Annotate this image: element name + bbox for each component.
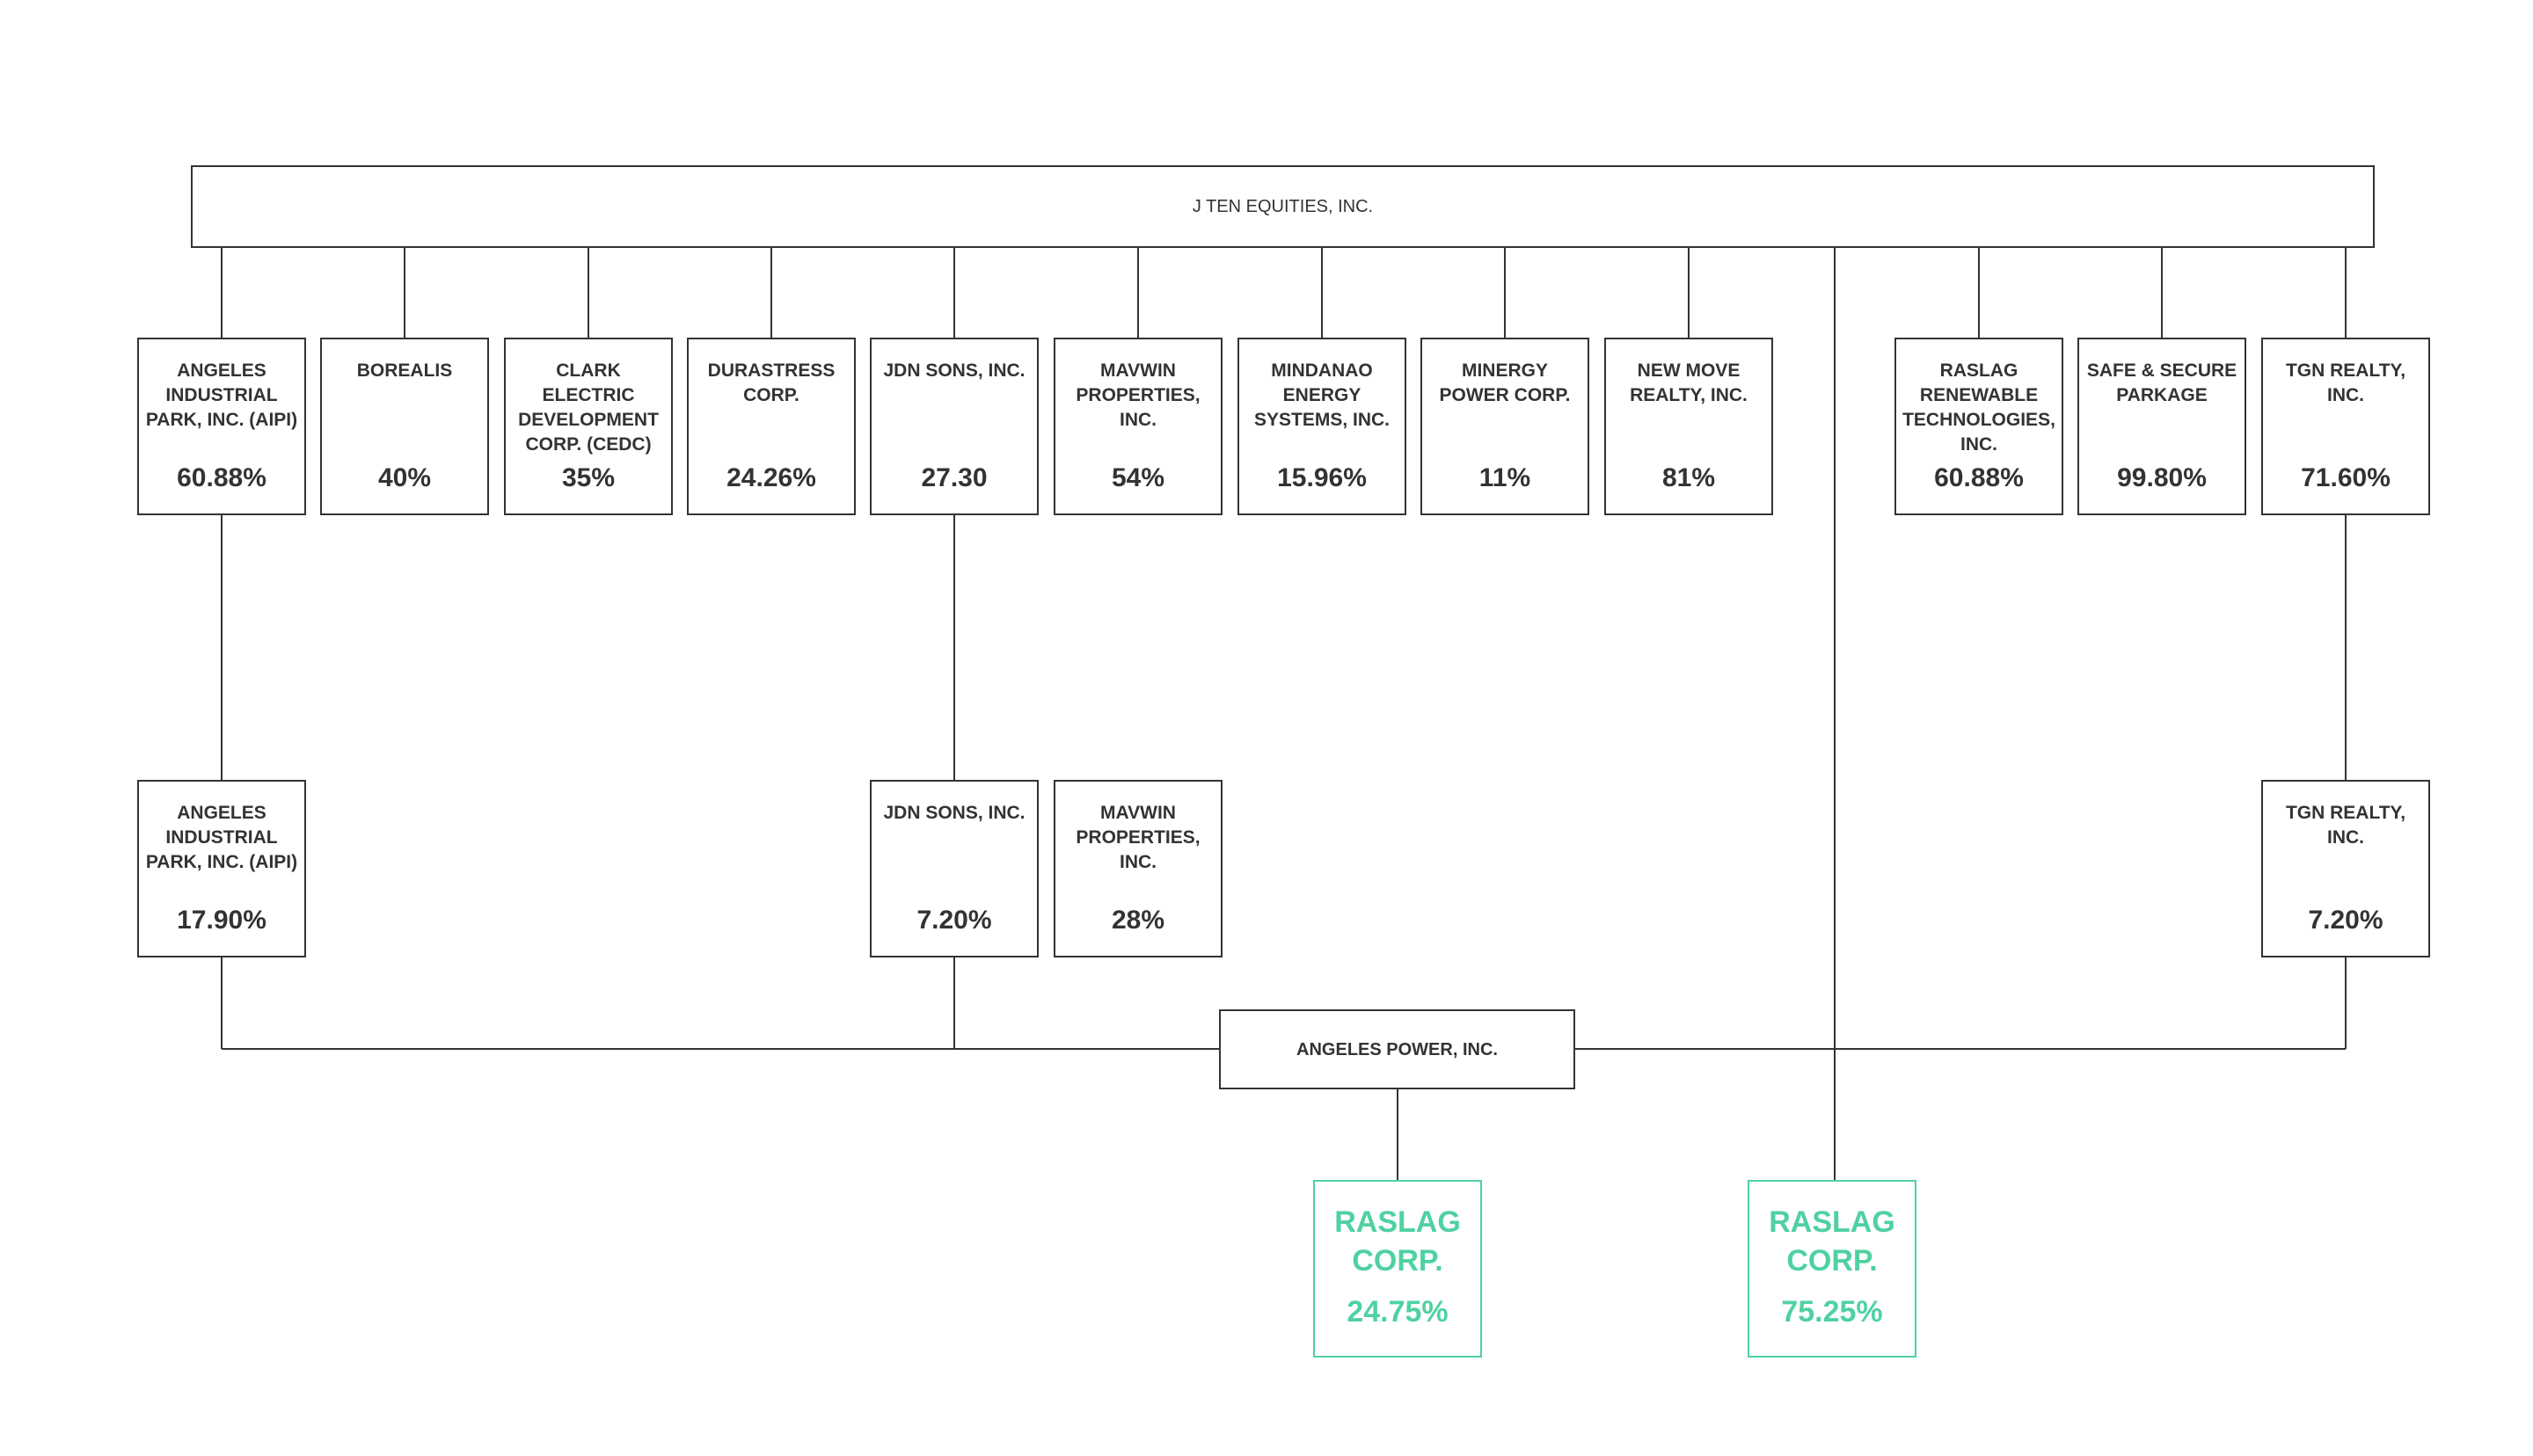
node-percentage: 40%	[377, 463, 432, 492]
node-name: JDN SONS, INC.	[883, 360, 1026, 381]
node-percentage: 99.80%	[2117, 463, 2207, 492]
node-percentage: 71.60%	[2301, 463, 2391, 492]
node-percentage: 35%	[561, 463, 616, 492]
subsidiary-node: RASLAG RENEWABLE TECHNOLOGIES, INC. 60.8…	[1894, 338, 2063, 515]
subsidiary-node: JDN SONS, INC. 27.30	[870, 338, 1039, 515]
node-percentage: 11%	[1478, 463, 1531, 492]
node-name: NEW MOVE REALTY, INC.	[1630, 360, 1748, 405]
raslag-corp-percentage: 24.75%	[1347, 1295, 1449, 1329]
node-percentage: 60.88%	[1934, 463, 2024, 492]
node-name: SAFE & SECURE PARKAGE	[2086, 360, 2237, 405]
raslag-corp-name: RASLAG CORP.	[1769, 1205, 1895, 1278]
node-percentage: 81%	[1661, 463, 1716, 492]
node-name: ANGELES INDUSTRIAL PARK, INC. (AIPI)	[145, 803, 298, 872]
root-node-name: J TEN EQUITIES, INC.	[1192, 197, 1374, 216]
angeles-power-node: ANGELES POWER, INC.	[1219, 1009, 1575, 1089]
node-percentage: 24.26%	[726, 463, 816, 492]
subsidiary-node: MAVWIN PROPERTIES, INC. 28%	[1054, 780, 1223, 957]
subsidiary-node: ANGELES INDUSTRIAL PARK, INC. (AIPI) 60.…	[137, 338, 306, 515]
node-name: MINDANAO ENERGY SYSTEMS, INC.	[1253, 360, 1391, 430]
subsidiary-node: BOREALIS 40%	[320, 338, 489, 515]
node-name: RASLAG RENEWABLE TECHNOLOGIES, INC.	[1902, 360, 2055, 455]
subsidiary-node: CLARK ELECTRIC DEVELOPMENT CORP. (CEDC) …	[504, 338, 673, 515]
subsidiary-node: TGN REALTY, INC. 71.60%	[2261, 338, 2430, 515]
angeles-power-name: ANGELES POWER, INC.	[1296, 1039, 1498, 1059]
subsidiary-node: NEW MOVE REALTY, INC. 81%	[1604, 338, 1773, 515]
node-name: DURASTRESS CORP.	[707, 360, 836, 405]
node-percentage: 7.20%	[2308, 906, 2383, 935]
subsidiary-node: SAFE & SECURE PARKAGE 99.80%	[2077, 338, 2246, 515]
node-name: CLARK ELECTRIC DEVELOPMENT CORP. (CEDC)	[518, 360, 659, 455]
node-name: BOREALIS	[356, 360, 453, 381]
node-name: JDN SONS, INC.	[883, 803, 1026, 823]
subsidiary-node: MINERGY POWER CORP. 11%	[1420, 338, 1589, 515]
node-percentage: 27.30	[921, 463, 988, 492]
node-percentage: 15.96%	[1277, 463, 1367, 492]
node-name: ANGELES INDUSTRIAL PARK, INC. (AIPI)	[145, 360, 298, 430]
subsidiary-node: JDN SONS, INC. 7.20%	[870, 780, 1039, 957]
root-node: J TEN EQUITIES, INC.	[191, 165, 2375, 248]
raslag-corp-node: RASLAG CORP. 24.75%	[1313, 1180, 1482, 1358]
node-name: TGN REALTY, INC.	[2285, 803, 2406, 848]
node-percentage: 17.90%	[177, 906, 266, 935]
subsidiary-node: TGN REALTY, INC. 7.20%	[2261, 780, 2430, 957]
node-percentage: 7.20%	[916, 906, 992, 935]
subsidiary-node: DURASTRESS CORP. 24.26%	[687, 338, 856, 515]
raslag-corp-node: RASLAG CORP. 75.25%	[1748, 1180, 1916, 1358]
node-percentage: 54%	[1111, 463, 1165, 492]
node-name: TGN REALTY, INC.	[2285, 360, 2406, 405]
node-percentage: 60.88%	[177, 463, 266, 492]
subsidiary-node: MAVWIN PROPERTIES, INC. 54%	[1054, 338, 1223, 515]
node-name: MAVWIN PROPERTIES, INC.	[1076, 360, 1201, 430]
node-name: MAVWIN PROPERTIES, INC.	[1076, 803, 1201, 872]
subsidiary-node: ANGELES INDUSTRIAL PARK, INC. (AIPI) 17.…	[137, 780, 306, 957]
subsidiary-node: MINDANAO ENERGY SYSTEMS, INC. 15.96%	[1237, 338, 1406, 515]
raslag-corp-percentage: 75.25%	[1781, 1295, 1883, 1329]
node-percentage: 28%	[1111, 906, 1165, 935]
node-name: MINERGY POWER CORP.	[1439, 360, 1571, 405]
raslag-corp-name: RASLAG CORP.	[1334, 1205, 1461, 1278]
